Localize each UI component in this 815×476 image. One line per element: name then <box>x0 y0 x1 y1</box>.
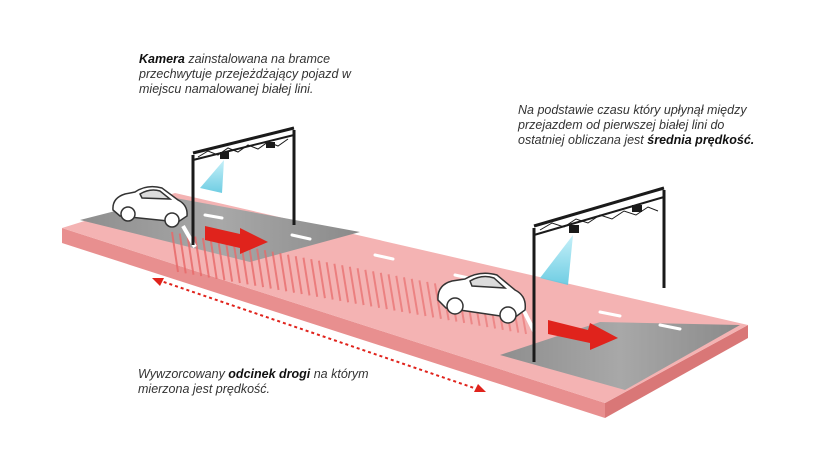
average-speed-caption: Na podstawie czasu który upłynął między … <box>518 103 768 148</box>
section-stripe <box>279 253 288 292</box>
section-stripe <box>232 243 241 284</box>
road-right-face <box>605 325 748 418</box>
section-caption-text-before: Wywzorcowany <box>138 367 229 381</box>
section-stripe <box>271 251 280 291</box>
section-stripe <box>317 260 326 299</box>
section-stripe <box>178 233 187 274</box>
camera-caption-text: zainstalowana na bramce przechwytuje prz… <box>139 52 351 96</box>
section-caption-text-after: na którym mierzona jest prędkość. <box>138 367 369 396</box>
section-stripe <box>403 277 411 314</box>
section-stripe <box>287 254 295 293</box>
arrow-head-right-icon <box>474 384 486 392</box>
section-caption-bold: odcinek drogi <box>228 367 311 381</box>
section-stripe <box>364 269 373 307</box>
camera-caption-bold: Kamera <box>139 52 185 66</box>
section-stripe <box>426 281 435 318</box>
average-speed-caption-text: Na podstawie czasu który upłynął między … <box>518 103 747 147</box>
section-stripe <box>201 237 210 278</box>
section-stripe <box>410 278 419 315</box>
gantry-icon <box>532 186 666 362</box>
lane-markings <box>203 213 682 331</box>
section-stripe <box>418 280 427 317</box>
section-stripe <box>194 236 203 277</box>
section-caption: Wywzorcowany odcinek drogi na którym mie… <box>138 367 408 397</box>
car-icon <box>112 185 188 228</box>
road-front-face <box>62 228 605 418</box>
section-stripe <box>225 242 234 282</box>
section-stripe <box>248 246 257 286</box>
section-stripe <box>379 272 388 310</box>
camera-icon <box>569 205 642 233</box>
camera-caption: Kamera zainstalowana na bramce przechwyt… <box>139 52 379 97</box>
section-stripe <box>302 257 311 296</box>
asphalt-lane-end <box>500 322 740 390</box>
section-stripe <box>325 262 334 300</box>
section-stripe <box>209 239 218 280</box>
section-stripe <box>333 263 342 302</box>
section-stripe <box>372 271 381 308</box>
section-stripe <box>387 274 396 311</box>
direction-arrow-icon <box>548 320 618 350</box>
section-stripe <box>341 265 350 303</box>
section-stripe <box>294 256 303 295</box>
arrow-head-left-icon <box>152 278 164 286</box>
gantry-icon <box>191 126 296 245</box>
measured-distance-arrow <box>157 279 481 391</box>
section-stripe <box>348 266 357 304</box>
section-stripe <box>256 248 265 288</box>
camera-beam-1 <box>200 160 224 193</box>
camera-icon <box>220 142 275 159</box>
section-stripe <box>186 234 195 275</box>
section-stripe <box>395 275 404 313</box>
section-stripe <box>356 268 365 306</box>
section-stripe <box>263 249 272 289</box>
section-stripe <box>433 283 442 320</box>
direction-arrow-icon <box>205 226 268 254</box>
car-icon <box>437 272 527 324</box>
section-stripe <box>310 259 319 297</box>
section-stripe <box>171 231 179 273</box>
section-stripe <box>217 240 226 281</box>
camera-beam-2 <box>540 235 573 285</box>
average-speed-caption-bold: średnia prędkość. <box>647 133 755 147</box>
